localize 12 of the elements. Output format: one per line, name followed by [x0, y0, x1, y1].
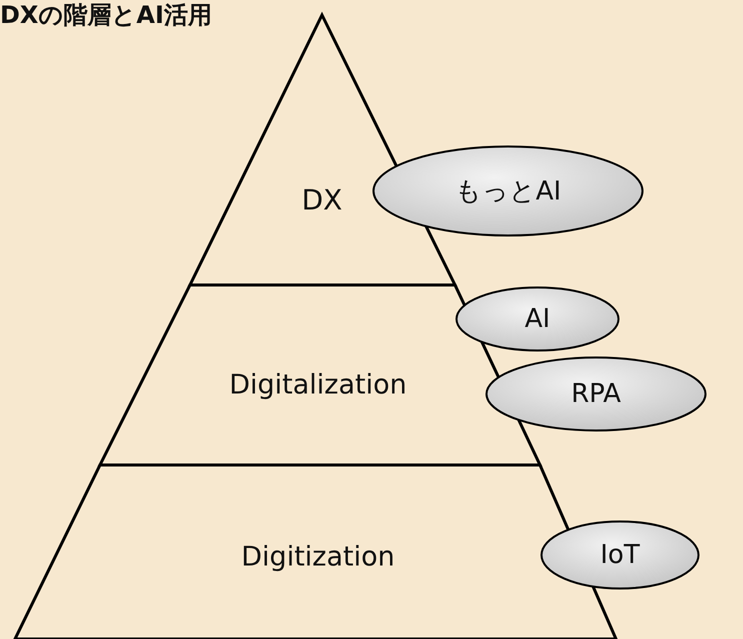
- ellipse-label: IoT: [600, 540, 640, 570]
- tier-label: Digitization: [241, 542, 395, 572]
- ellipse-node: [540, 520, 700, 590]
- ellipse-node: [485, 356, 707, 432]
- tier-label: Digitalization: [229, 370, 407, 400]
- ellipse-label: RPA: [571, 379, 621, 409]
- diagram-title: DXの階層とAI活用: [0, 0, 212, 30]
- ellipse-label: もっとAI: [454, 176, 562, 208]
- ellipse-label: AI: [524, 304, 550, 334]
- ellipse-node: [455, 286, 620, 352]
- ellipse-node: [372, 145, 644, 237]
- tier-label: DX: [302, 184, 342, 216]
